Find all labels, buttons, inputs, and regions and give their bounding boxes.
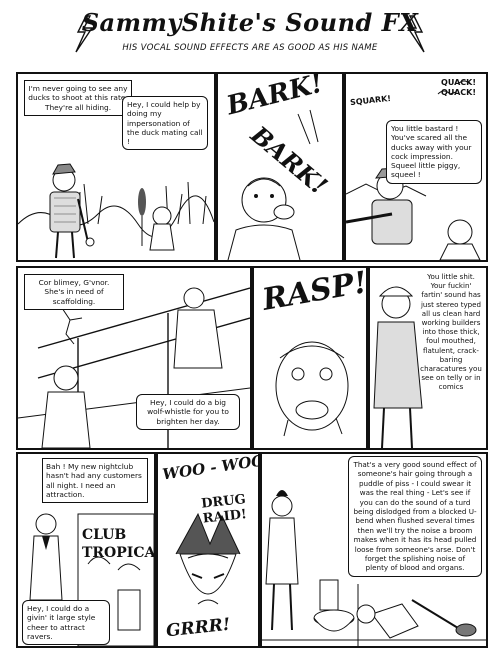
panel-4-speech-bubble: Hey, I could do a big wolf-whistle for y… [136, 394, 240, 430]
lightning-bolt-left-icon [75, 15, 94, 53]
panel-3-angry-hunter: QUACK! QUACK! SQUARK! You little bastard… [344, 72, 488, 262]
panel-9-speech-bubble: That's a very good sound effect of someo… [348, 456, 482, 577]
panel-3-speech-bubble: You little bastard ! You've scared all t… [386, 120, 482, 184]
panel-7-speech-bubble: Hey, I could do a givin' it large style … [22, 600, 110, 646]
panel-4-caption: Cor blimey, G'vnor. She's in need of sca… [24, 274, 124, 310]
lightning-bolt-right-icon [406, 15, 425, 53]
panel-3-art [346, 80, 481, 260]
panel-1-speech-bubble: Hey, I could help by doing my impersonat… [122, 96, 208, 151]
panel-6-speech-bubble: You little shit. Your fuckin' fartin' so… [420, 272, 482, 392]
panel-3-quack-sfx: QUACK! QUACK! [441, 78, 476, 97]
panel-4-builders: Cor blimey, G'vnor. She's in need of sca… [16, 266, 252, 450]
panel-8-drug-raid: WOO - WOO! DRUG RAID! GRRR! [156, 452, 260, 648]
panel-8-art [175, 512, 241, 605]
panel-6-art [373, 286, 423, 448]
comic-title: SammyShite's Sound FX [81, 8, 419, 37]
panel-7-art [29, 513, 154, 646]
panel-7-club-sign: CLUB TROPICA [82, 527, 156, 561]
panel-4-art [18, 287, 250, 448]
panel-2-art [227, 109, 319, 260]
panel-2-bark: BARK! BARK! [216, 72, 344, 262]
panel-7-nightclub: Bah ! My new nightclub hasn't had any cu… [16, 452, 156, 648]
panel-5-art [275, 341, 349, 437]
comic-subtitle: HIS VOCAL SOUND EFFECTS ARE AS GOOD AS H… [122, 43, 378, 53]
panel-9-art [262, 490, 486, 646]
panel-6-angry-builder: You little shit. Your fuckin' fartin' so… [368, 266, 488, 450]
panel-1-duck-hunter: I'm never going to see any ducks to shoo… [16, 72, 216, 262]
panel-8-drug-raid-shout: DRUG RAID! [200, 492, 248, 527]
panel-1-caption: I'm never going to see any ducks to shoo… [24, 80, 132, 116]
panel-1-art [18, 163, 214, 259]
panel-9-bathroom: That's a very good sound effect of someo… [260, 452, 488, 648]
panel-7-caption: Bah ! My new nightclub hasn't had any cu… [42, 458, 148, 504]
panel-5-rasp: RASP! [252, 266, 368, 450]
